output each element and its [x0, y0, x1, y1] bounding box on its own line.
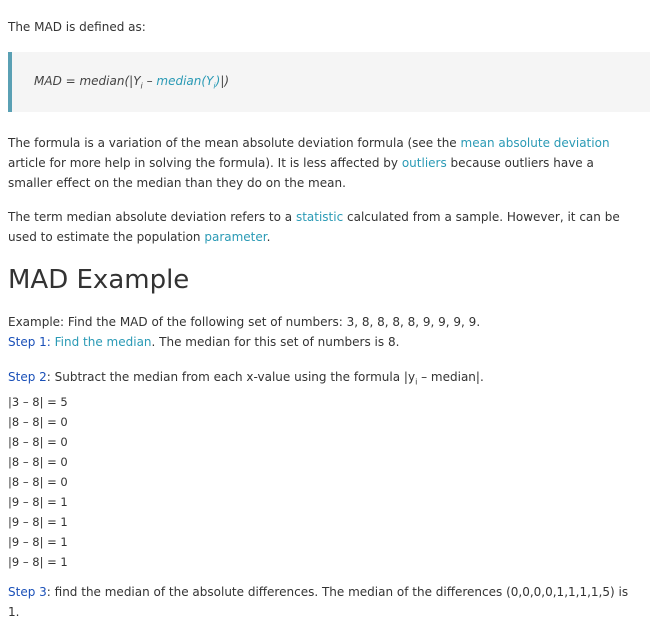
- example-block: Example: Find the MAD of the following s…: [8, 312, 638, 352]
- formula-subscript: i: [140, 81, 143, 91]
- paragraph-formula-variation: The formula is a variation of the mean a…: [8, 133, 638, 193]
- step-3-text: : find the median of the absolute differ…: [8, 585, 629, 619]
- section-heading: MAD Example: [8, 265, 190, 295]
- calculation-line: |9 – 8| = 1: [8, 515, 68, 530]
- calculation-list: |3 – 8| = 5 |8 – 8| = 0 |8 – 8| = 0 |8 –…: [8, 392, 638, 572]
- statistic-link[interactable]: statistic: [295, 210, 344, 224]
- para1-text-3: because outliers have a smaller effect o…: [8, 156, 594, 190]
- median-link[interactable]: median(Yi): [156, 74, 221, 91]
- median-link-close: ): [215, 74, 221, 88]
- median-link-text: median(Y: [156, 74, 214, 88]
- step-2: Step 2: Subtract the median from each x-…: [8, 367, 638, 392]
- mean-absolute-deviation-link[interactable]: mean absolute deviation: [460, 136, 610, 150]
- mad-formula: MAD = median(|Yi – median(Yi)|): [34, 71, 229, 96]
- calculation-line: |8 – 8| = 0: [8, 435, 68, 450]
- step-2-block: Step 2: Subtract the median from each x-…: [8, 367, 638, 572]
- step-2-text: : Subtract the median from each x-value …: [46, 370, 416, 384]
- calculation-line: |9 – 8| = 1: [8, 495, 68, 510]
- para1-text-2: article for more help in solving the for…: [8, 156, 402, 170]
- calculation-line: |8 – 8| = 0: [8, 455, 68, 470]
- step-3-label: Step 3: [8, 585, 47, 599]
- formula-minus: –: [142, 74, 157, 88]
- para2-text-1: The term median absolute deviation refer…: [8, 210, 296, 224]
- step-1-colon: :: [46, 335, 55, 349]
- step-2-subscript: i: [415, 377, 418, 387]
- step-2-label: Step 2: [8, 370, 47, 384]
- calculation-line: |8 – 8| = 0: [8, 415, 68, 430]
- para2-text-3: .: [266, 230, 271, 244]
- calculation-line: |9 – 8| = 1: [8, 555, 68, 570]
- formula-blockquote: MAD = median(|Yi – median(Yi)|): [8, 52, 650, 112]
- outliers-link[interactable]: outliers: [401, 156, 447, 170]
- step-2-text-end: – median|.: [417, 370, 484, 384]
- formula-prefix: MAD = median(|Y: [34, 74, 141, 88]
- para1-text-1: The formula is a variation of the mean a…: [8, 136, 461, 150]
- example-text: Example: Find the MAD of the following s…: [8, 315, 481, 329]
- paragraph-term-definition: The term median absolute deviation refer…: [8, 207, 638, 247]
- step-1: Step 1: Find the median. The median for …: [8, 332, 638, 352]
- intro-text: The MAD is defined as:: [8, 20, 146, 34]
- para2-text-2: calculated from a sample. However, it ca…: [8, 210, 620, 244]
- find-the-median-link[interactable]: Find the median: [54, 335, 152, 349]
- step-3: Step 3: find the median of the absolute …: [8, 582, 638, 622]
- step-1-label: Step 1: [8, 335, 47, 349]
- formula-suffix: |): [220, 74, 230, 88]
- step-1-text: . The median for this set of numbers is …: [151, 335, 400, 349]
- calculation-line: |3 – 8| = 5: [8, 395, 68, 410]
- parameter-link[interactable]: parameter: [204, 230, 267, 244]
- calculation-line: |8 – 8| = 0: [8, 475, 68, 490]
- calculation-line: |9 – 8| = 1: [8, 535, 68, 550]
- median-link-subscript: i: [213, 81, 216, 91]
